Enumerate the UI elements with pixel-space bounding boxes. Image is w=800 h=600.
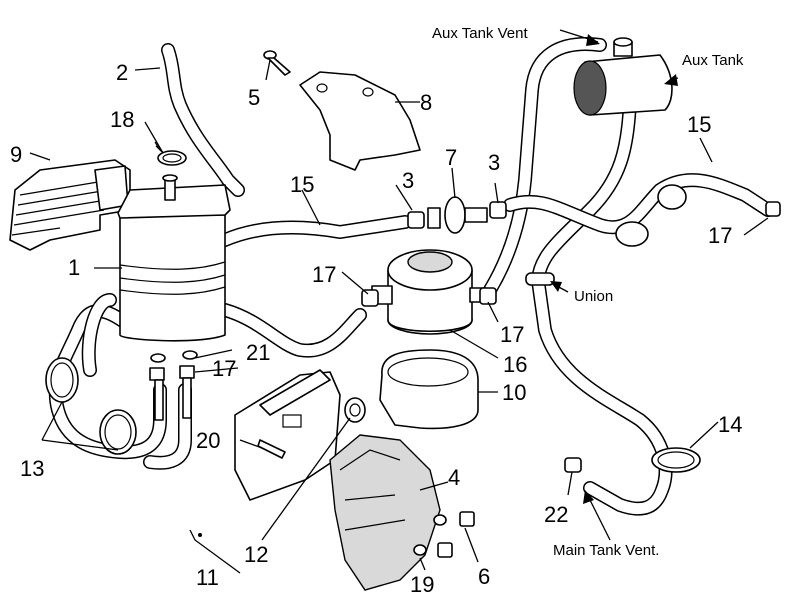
- aux-vent-hoses: [483, 37, 673, 516]
- callout-8: 8: [420, 90, 432, 115]
- callout-2: 2: [116, 60, 128, 85]
- callout-15b: 15: [687, 112, 711, 137]
- callout-4: 4: [448, 465, 460, 490]
- callout-1: 1: [68, 255, 80, 280]
- callout-17a: 17: [312, 262, 336, 287]
- callout-15a: 15: [290, 172, 314, 197]
- part-17-fittings: [361, 184, 781, 307]
- part-20-screw: [257, 439, 286, 459]
- union-fitting: [525, 272, 555, 286]
- callout-20: 20: [196, 428, 220, 453]
- callout-numbers: 1 2 3 3 4 5 6 7 8 9 10 11 12 13 14 15 15…: [10, 60, 742, 597]
- part-2-hose: [161, 43, 245, 197]
- part-18-clamp: [154, 141, 187, 166]
- text-labels: Aux Tank Vent Aux Tank Union Main Tank V…: [432, 25, 744, 559]
- label-main-tank-vent: Main Tank Vent.: [553, 542, 659, 559]
- callout-11: 11: [196, 565, 219, 590]
- hose-15-left: [218, 215, 412, 247]
- callout-3a: 3: [402, 168, 414, 193]
- part-4-shield: [329, 434, 441, 591]
- hose-15-right: [503, 173, 775, 235]
- callout-14: 14: [718, 412, 742, 437]
- part-7-valve: [407, 196, 507, 234]
- parts-19-6: [413, 511, 475, 558]
- aux-tank: [573, 37, 673, 116]
- callout-10: 10: [502, 380, 526, 405]
- callout-5: 5: [248, 85, 260, 110]
- label-aux-tank-vent: Aux Tank Vent: [432, 25, 528, 42]
- part-14-clamp: [651, 447, 701, 473]
- callout-12: 12: [244, 542, 268, 567]
- callout-9: 9: [10, 142, 22, 167]
- callout-21: 21: [246, 340, 270, 365]
- part-5-screw: [263, 50, 291, 76]
- callout-19: 19: [410, 572, 434, 597]
- callout-16: 16: [503, 352, 527, 377]
- clamp-13: [45, 357, 137, 455]
- label-union: Union: [574, 288, 613, 305]
- part-10-strap: [379, 349, 479, 430]
- callout-22: 22: [544, 502, 568, 527]
- callout-3b: 3: [488, 150, 500, 175]
- callout-17c: 17: [708, 223, 732, 248]
- part-22-nut: [564, 457, 582, 473]
- part-8-bracket: [299, 71, 421, 171]
- callout-7: 7: [445, 145, 457, 170]
- callout-18: 18: [110, 107, 134, 132]
- part-9-bracket: [9, 159, 131, 251]
- part-16-housing: [371, 249, 487, 335]
- callout-13: 13: [20, 456, 44, 481]
- part-1-canister: [117, 174, 231, 342]
- callout-6: 6: [478, 564, 490, 589]
- fittings-21-17: [149, 350, 198, 421]
- callout-17b: 17: [500, 322, 524, 347]
- callout-17d: 17: [212, 356, 236, 381]
- leader-lines: [29, 29, 769, 574]
- label-aux-tank: Aux Tank: [682, 52, 744, 69]
